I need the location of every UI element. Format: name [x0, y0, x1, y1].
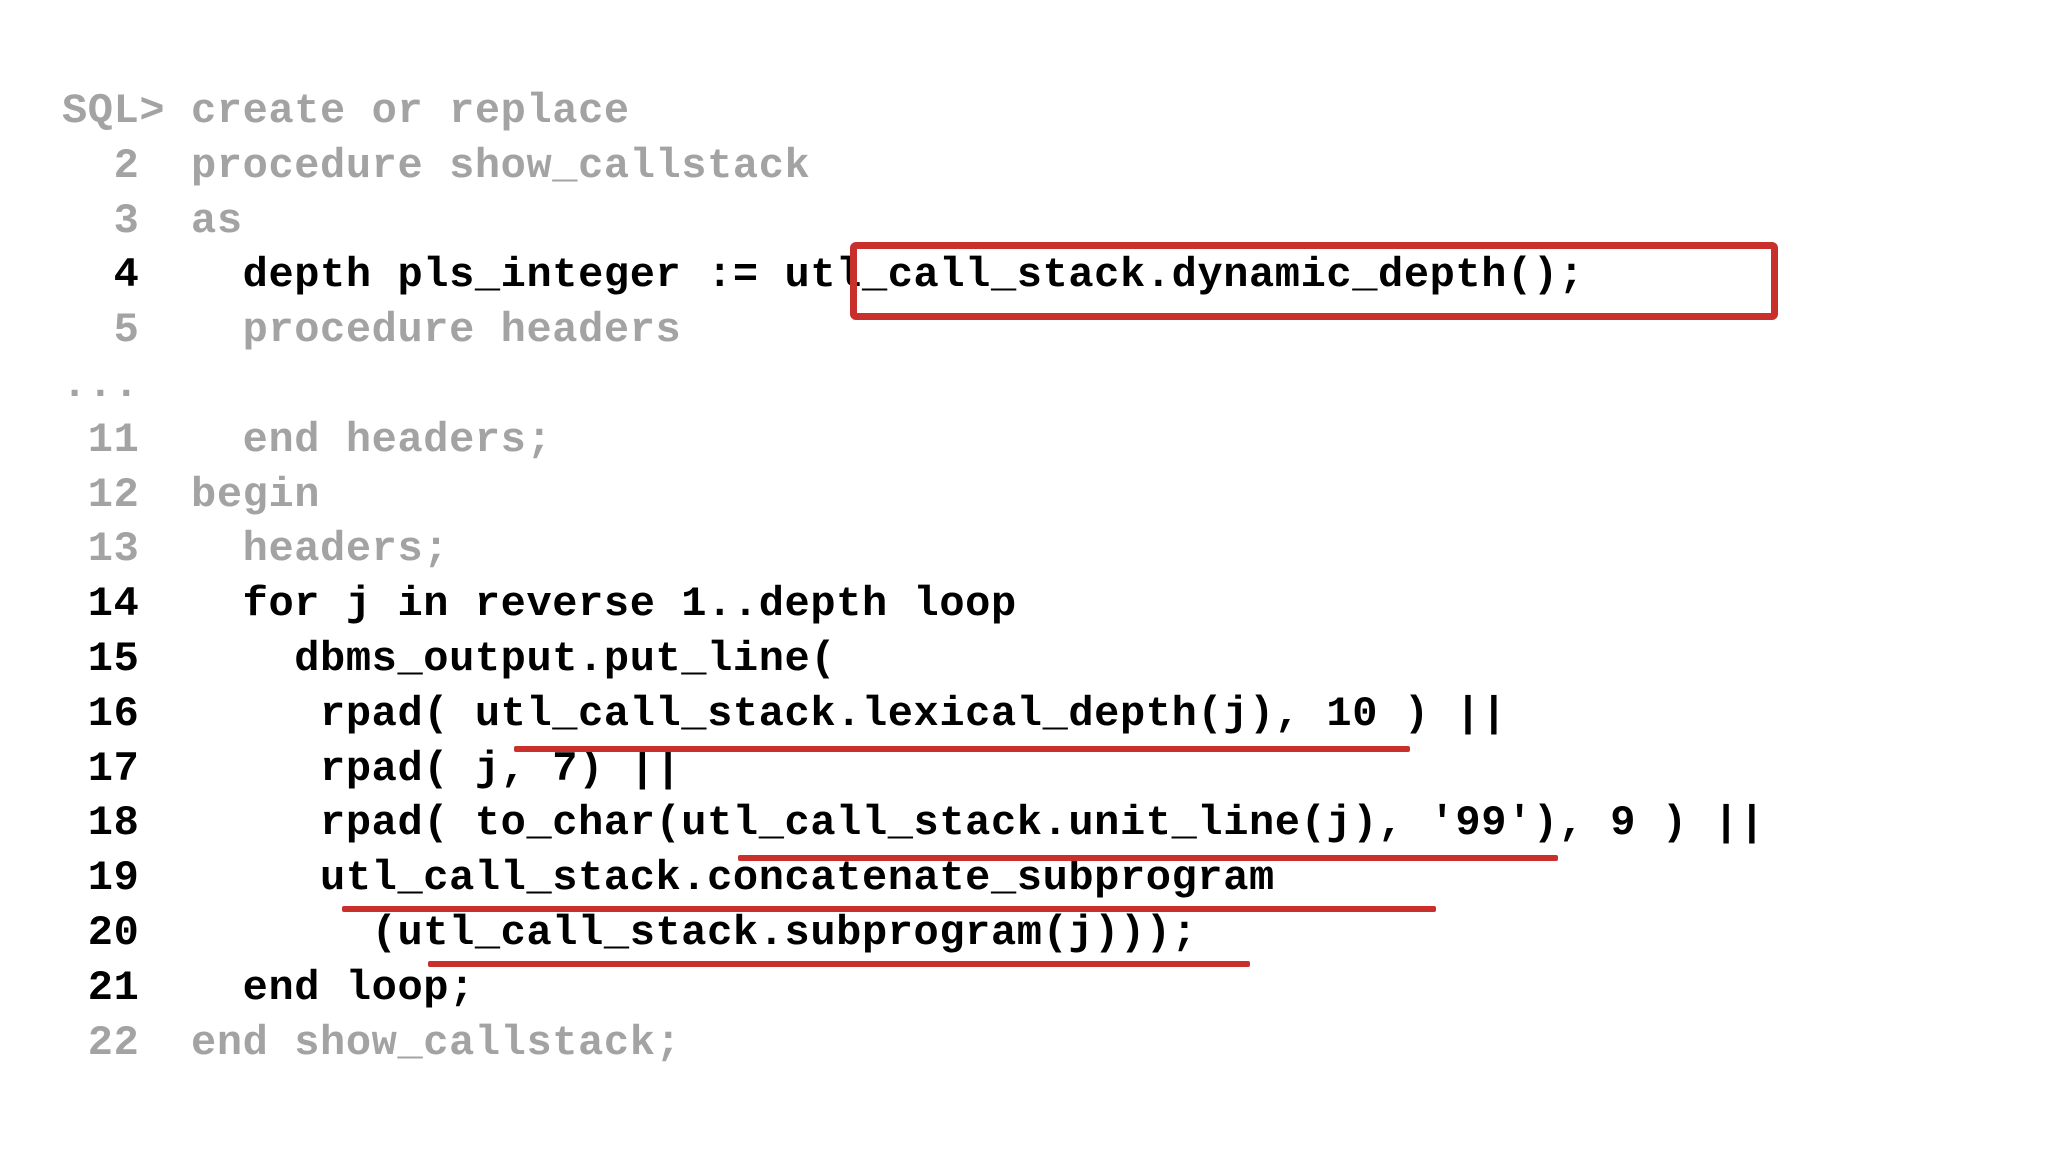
line-number: 12: [62, 470, 192, 519]
sql-code-listing: SQL> create or replace 2 procedure show_…: [62, 84, 2042, 1070]
code-text: headers;: [191, 525, 450, 574]
code-line: 15 dbms_output.put_line(: [62, 632, 2042, 687]
code-line: 4 depth pls_integer := utl_call_stack.dy…: [62, 248, 2042, 303]
underline-lexical-depth: [514, 746, 1410, 752]
line-number: 21: [62, 963, 192, 1012]
code-line: ...: [62, 358, 2042, 413]
line-number: ...: [62, 360, 140, 409]
code-text: for j in reverse 1..depth loop: [191, 580, 1017, 629]
code-text: procedure show_callstack: [191, 141, 811, 190]
line-number: 15: [62, 634, 192, 683]
code-text: rpad( utl_call_stack.lexical_depth(j), 1…: [191, 689, 1508, 738]
line-number: 17: [62, 744, 192, 793]
code-text: dbms_output.put_line(: [191, 634, 837, 683]
code-line: 12 begin: [62, 468, 2042, 523]
code-line: 21 end loop;: [62, 961, 2042, 1016]
line-number: 22: [62, 1018, 192, 1067]
code-line: 20 (utl_call_stack.subprogram(j)));: [62, 906, 2042, 961]
code-text: rpad( to_char(utl_call_stack.unit_line(j…: [191, 799, 1766, 848]
code-line: 3 as: [62, 194, 2042, 249]
line-number: 11: [62, 415, 192, 464]
line-number: 18: [62, 799, 192, 848]
line-number: 14: [62, 580, 192, 629]
underline-concatenate-subprogram: [342, 906, 1436, 912]
code-line: 13 headers;: [62, 522, 2042, 577]
code-text: end loop;: [191, 963, 475, 1012]
code-text: depth pls_integer := utl_call_stack.dyna…: [191, 251, 1585, 300]
code-line: 18 rpad( to_char(utl_call_stack.unit_lin…: [62, 796, 2042, 851]
code-text: create or replace: [191, 87, 630, 135]
code-line: 5 procedure headers: [62, 303, 2042, 358]
code-line: 16 rpad( utl_call_stack.lexical_depth(j)…: [62, 687, 2042, 742]
code-line: 14 for j in reverse 1..depth loop: [62, 577, 2042, 632]
highlight-box-dynamic-depth: [850, 242, 1778, 320]
code-text: end headers;: [191, 415, 553, 464]
line-number: 20: [62, 908, 192, 957]
code-line: 11 end headers;: [62, 413, 2042, 468]
code-text: begin: [191, 470, 321, 519]
line-number: 16: [62, 689, 192, 738]
code-text: (utl_call_stack.subprogram(j)));: [191, 908, 1198, 957]
code-text: end show_callstack;: [191, 1018, 682, 1067]
code-line: 2 procedure show_callstack: [62, 139, 2042, 194]
line-number: 13: [62, 525, 192, 574]
code-text: as: [191, 196, 243, 245]
line-number: 19: [62, 854, 192, 903]
code-line: SQL> create or replace: [62, 84, 2042, 139]
code-line: 22 end show_callstack;: [62, 1016, 2042, 1071]
underline-subprogram: [428, 961, 1250, 967]
code-line: 19 utl_call_stack.concatenate_subprogram: [62, 851, 2042, 906]
underline-unit-line: [738, 855, 1558, 861]
code-text: utl_call_stack.concatenate_subprogram: [191, 854, 1275, 903]
line-number: SQL>: [62, 87, 192, 135]
code-text: rpad( j, 7) ||: [191, 744, 682, 793]
line-number: 3: [62, 196, 192, 245]
line-number: 5: [62, 306, 192, 355]
line-number: 2: [62, 141, 192, 190]
line-number: 4: [62, 251, 192, 300]
code-line: 17 rpad( j, 7) ||: [62, 742, 2042, 797]
code-text: procedure headers: [191, 306, 682, 355]
